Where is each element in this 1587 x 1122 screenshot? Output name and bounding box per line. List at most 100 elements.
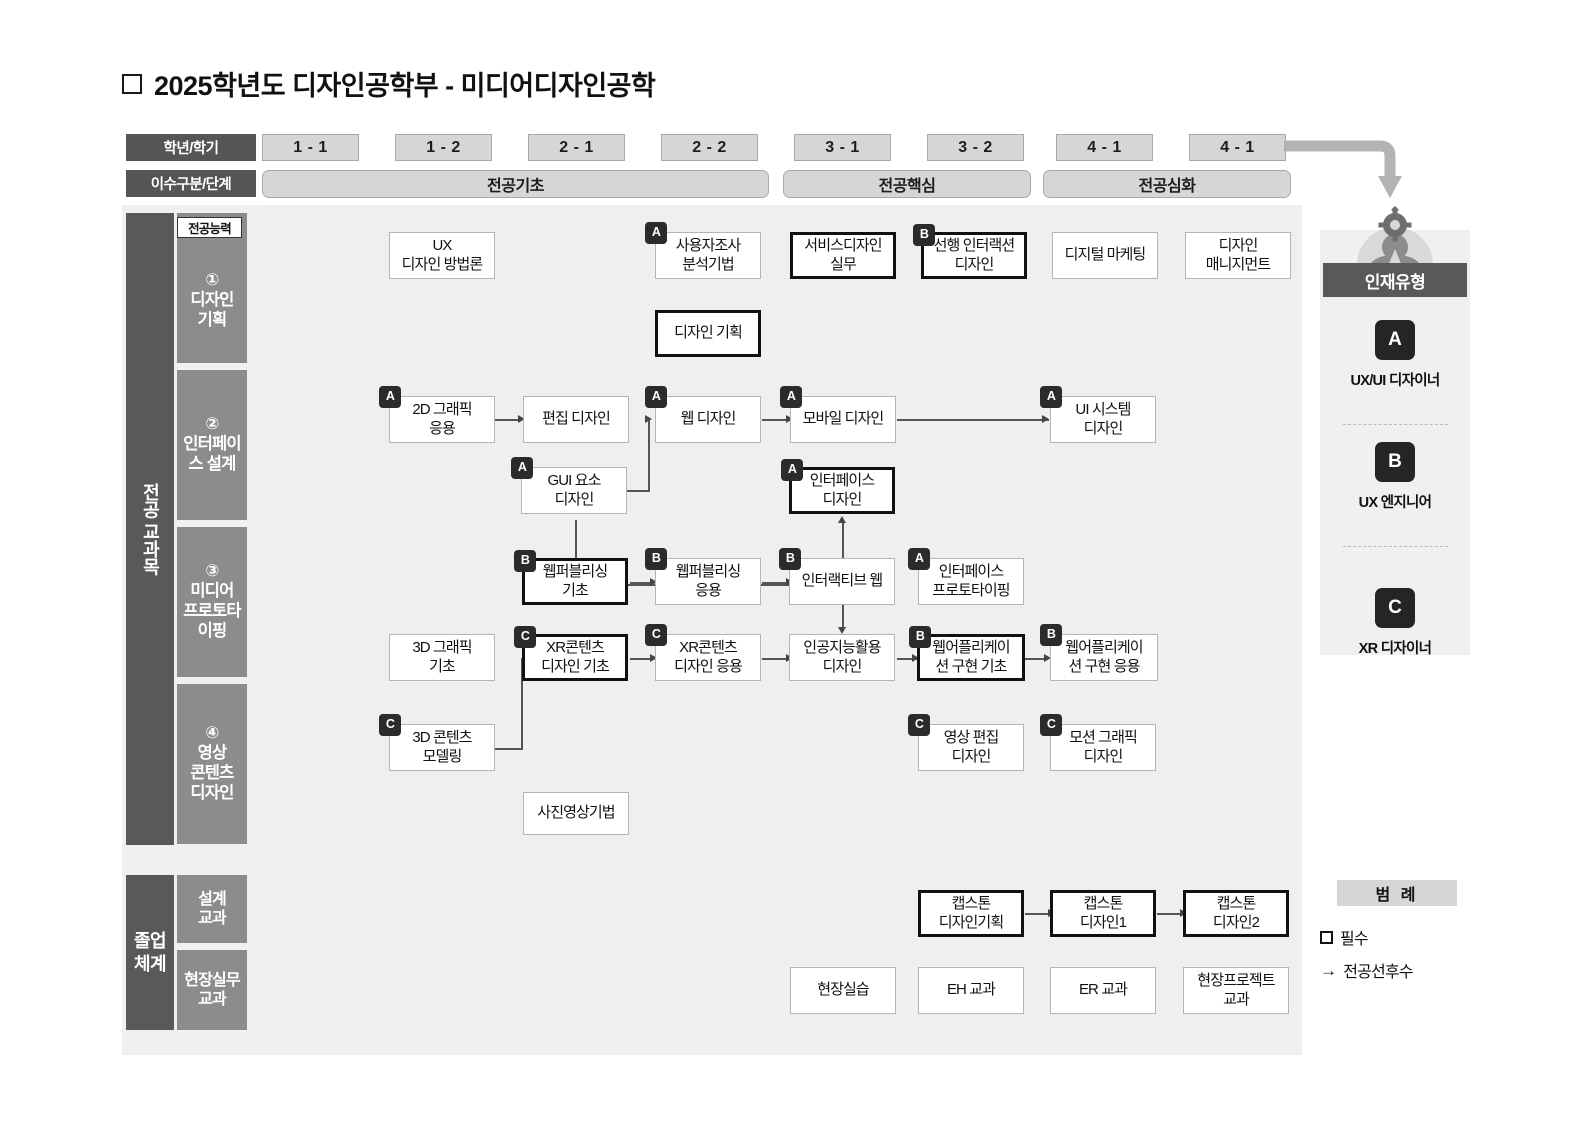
course-box-c8[interactable]: A 2D 그래픽 응용 bbox=[379, 386, 495, 443]
course-box-c12[interactable]: A UI 시스템 디자인 bbox=[1040, 386, 1156, 443]
talent-item-a[interactable]: A UX/UI 디자이너 bbox=[1323, 320, 1467, 390]
talent-label-c: XR 디자이너 bbox=[1358, 641, 1432, 657]
course-box-c24[interactable]: B 웹어플리케이 션 구현 응용 bbox=[1040, 624, 1158, 681]
semester-cell-2-2[interactable]: 2 - 2 bbox=[661, 134, 758, 161]
course-label: UX 디자인 방법론 bbox=[401, 237, 484, 273]
connector-line bbox=[1157, 913, 1185, 915]
connector-line bbox=[842, 520, 844, 585]
connector-arrow bbox=[650, 578, 657, 586]
course-box-c27[interactable]: C 모션 그래픽 디자인 bbox=[1040, 714, 1156, 771]
connector-arrow bbox=[1044, 654, 1051, 662]
course-box-c26[interactable]: C 영상 편집 디자인 bbox=[908, 714, 1024, 771]
course-box-c2[interactable]: A 사용자조사 분석기법 bbox=[645, 222, 761, 279]
course-box-c4[interactable]: B 선행 인터랙션 디자인 bbox=[913, 224, 1027, 279]
legend-prereq-label: 전공선후수 bbox=[1343, 964, 1413, 981]
talent-code-a: A bbox=[1375, 320, 1415, 360]
type-badge-a: A bbox=[379, 386, 401, 408]
stage-cell-basic[interactable]: 전공기초 bbox=[262, 170, 769, 198]
semester-cell-1-2[interactable]: 1 - 2 bbox=[395, 134, 492, 161]
course-box-c22[interactable]: 인공지능활용 디자인 bbox=[789, 634, 895, 681]
course-box-c3[interactable]: 서비스디자인 실무 bbox=[790, 232, 896, 279]
semester-cell-2-1[interactable]: 2 - 1 bbox=[528, 134, 625, 161]
semester-cell-4-1-a[interactable]: 4 - 1 bbox=[1056, 134, 1153, 161]
type-badge-c: C bbox=[645, 624, 667, 646]
connector-arrow bbox=[1042, 415, 1049, 423]
category-4-num: ④ bbox=[205, 724, 219, 743]
course-box-c32[interactable]: 현장실습 bbox=[790, 967, 896, 1014]
course-box-c18[interactable]: A 인터페이스 프로토타이핑 bbox=[908, 548, 1024, 605]
course-label: XR콘텐츠 디자인 응용 bbox=[674, 639, 743, 675]
connector-line bbox=[1025, 658, 1048, 660]
course-box-c11[interactable]: A 모바일 디자인 bbox=[780, 386, 896, 443]
sidebar-grad-category-field[interactable]: 현장실무 교과 bbox=[177, 950, 247, 1030]
course-box-c9[interactable]: 편집 디자인 bbox=[523, 396, 629, 443]
course-box-c16[interactable]: B 웹퍼블리싱 응용 bbox=[645, 548, 761, 605]
course-box-c31[interactable]: 캡스톤 디자인2 bbox=[1183, 890, 1289, 937]
course-box-c33[interactable]: EH 교과 bbox=[918, 967, 1024, 1014]
sidebar-category-4[interactable]: ④ 영상 콘텐츠 디자인 bbox=[177, 684, 247, 844]
course-label: XR콘텐츠 디자인 기초 bbox=[541, 639, 610, 675]
course-box-c13[interactable]: A GUI 요소 디자인 bbox=[511, 457, 627, 514]
talent-label-a: UX/UI 디자이너 bbox=[1350, 373, 1440, 389]
course-box-c28[interactable]: 사진영상기법 bbox=[523, 792, 629, 835]
course-box-c14[interactable]: A 인터페이스 디자인 bbox=[781, 459, 895, 514]
stage-cell-advanced[interactable]: 전공심화 bbox=[1043, 170, 1291, 198]
course-box-c29[interactable]: 캡스톤 디자인기획 bbox=[918, 890, 1024, 937]
course-label: 사용자조사 분석기법 bbox=[675, 237, 741, 273]
talent-item-b[interactable]: B UX 엔지니어 bbox=[1323, 442, 1467, 512]
type-badge-a: A bbox=[908, 548, 930, 570]
course-label: 현장프로젝트 교과 bbox=[1197, 972, 1275, 1008]
legend-header: 범 례 bbox=[1337, 880, 1457, 906]
course-label: 디자인 기획 bbox=[674, 324, 743, 342]
type-badge-b: B bbox=[1040, 624, 1062, 646]
course-box-c15[interactable]: B 웹퍼블리싱 기초 bbox=[514, 550, 628, 605]
page-title-text: 2025학년도 디자인공학부 - 미디어디자인공학 bbox=[154, 71, 656, 101]
type-badge-c: C bbox=[908, 714, 930, 736]
course-box-c21[interactable]: C XR콘텐츠 디자인 응용 bbox=[645, 624, 761, 681]
course-box-c34[interactable]: ER 교과 bbox=[1050, 967, 1156, 1014]
semester-cell-3-2[interactable]: 3 - 2 bbox=[927, 134, 1024, 161]
connector-line bbox=[630, 582, 654, 584]
course-box-c6[interactable]: 디자인 매니지먼트 bbox=[1185, 232, 1291, 279]
sidebar-category-1[interactable]: ① 디자인 기획 bbox=[177, 213, 247, 363]
course-box-c1[interactable]: UX 디자인 방법론 bbox=[389, 232, 495, 279]
stage-cell-core[interactable]: 전공핵심 bbox=[783, 170, 1031, 198]
course-box-c19[interactable]: 3D 그래픽 기초 bbox=[389, 634, 495, 681]
talent-divider bbox=[1343, 424, 1448, 425]
type-badge-c: C bbox=[514, 626, 536, 648]
course-label: 인터랙티브 웹 bbox=[801, 572, 884, 590]
talent-item-c[interactable]: C XR 디자이너 bbox=[1323, 588, 1467, 658]
course-box-c23[interactable]: B 웹어플리케이 션 구현 기초 bbox=[909, 626, 1025, 681]
course-box-c10[interactable]: A 웹 디자인 bbox=[645, 386, 761, 443]
connector-line bbox=[842, 603, 844, 631]
course-label: 디자인 매니지먼트 bbox=[1205, 237, 1271, 273]
connector-arrow bbox=[838, 516, 846, 523]
course-box-c17[interactable]: B 인터랙티브 웹 bbox=[779, 548, 895, 605]
course-label: 영상 편집 디자인 bbox=[943, 729, 1000, 765]
course-label: 캡스톤 디자인기획 bbox=[938, 895, 1004, 931]
course-label: 서비스디자인 실무 bbox=[804, 237, 882, 273]
connector-line bbox=[897, 419, 1049, 421]
course-box-c30[interactable]: 캡스톤 디자인1 bbox=[1050, 890, 1156, 937]
course-label: 웹어플리케이 션 구현 기초 bbox=[932, 639, 1010, 675]
category-3-num: ③ bbox=[205, 562, 219, 581]
connector-line bbox=[648, 419, 650, 491]
course-box-c25[interactable]: C 3D 콘텐츠 모델링 bbox=[379, 714, 495, 771]
semester-cell-3-1[interactable]: 3 - 1 bbox=[794, 134, 891, 161]
sidebar-category-2[interactable]: ② 인터페이 스 설계 bbox=[177, 370, 247, 520]
course-label: 인공지능활용 디자인 bbox=[803, 639, 881, 675]
type-badge-a: A bbox=[781, 459, 803, 481]
course-box-c7[interactable]: 디자인 기획 bbox=[655, 310, 761, 357]
course-box-c5[interactable]: 디지털 마케팅 bbox=[1052, 232, 1158, 279]
connector-line bbox=[762, 419, 789, 421]
course-box-c20[interactable]: C XR콘텐츠 디자인 기초 bbox=[514, 626, 628, 681]
course-box-c35[interactable]: 현장프로젝트 교과 bbox=[1183, 967, 1289, 1014]
semester-cell-1-1[interactable]: 1 - 1 bbox=[262, 134, 359, 161]
course-label: 3D 콘텐츠 모델링 bbox=[412, 729, 472, 765]
course-label: 웹 디자인 bbox=[680, 410, 737, 428]
type-badge-a: A bbox=[511, 457, 533, 479]
sidebar-grad-category-design[interactable]: 설계 교과 bbox=[177, 875, 247, 943]
sidebar-category-3[interactable]: ③ 미디어 프로토타 이핑 bbox=[177, 527, 247, 677]
category-3-name: 미디어 프로토타 이핑 bbox=[183, 582, 241, 640]
semester-cell-4-1-b[interactable]: 4 - 1 bbox=[1189, 134, 1286, 161]
